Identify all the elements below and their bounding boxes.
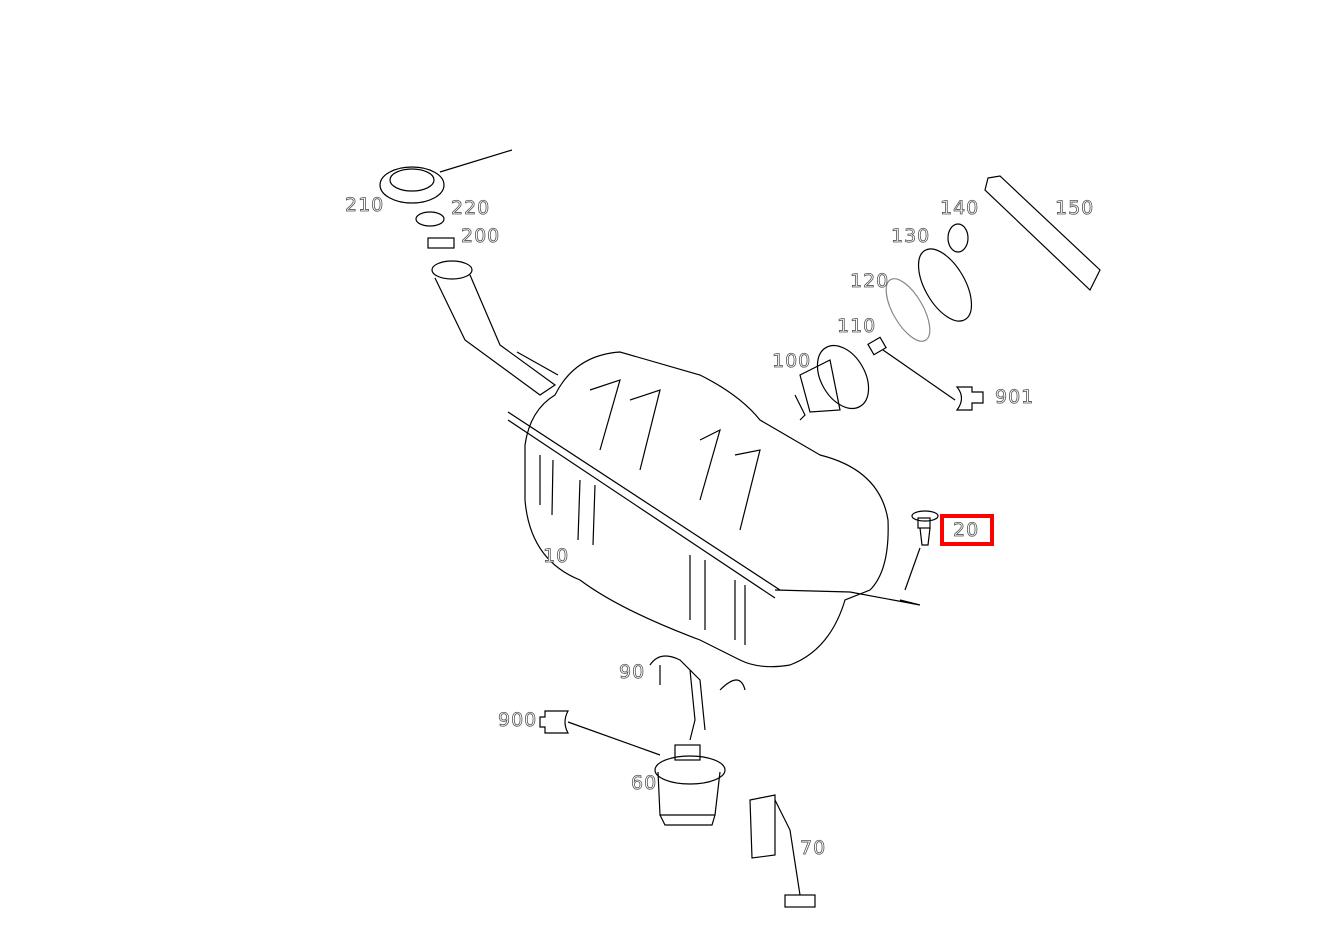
fuel-tank-10 — [507, 351, 921, 668]
fuel-cap-210 — [379, 149, 513, 204]
callout-130[interactable]: 130 — [891, 225, 931, 247]
callout-200[interactable]: 200 — [461, 225, 501, 247]
callout-100[interactable]: 100 — [772, 350, 812, 372]
level-sensor-70 — [749, 794, 816, 908]
cover-plate-150 — [984, 175, 1101, 291]
seal-ring-220 — [415, 211, 445, 227]
callout-10[interactable]: 10 — [543, 545, 570, 567]
callout-900[interactable]: 900 — [498, 709, 538, 731]
fitting-110 — [867, 336, 887, 356]
connector-900 — [539, 710, 570, 734]
clip-200 — [427, 237, 455, 249]
highlight-box — [940, 514, 994, 546]
callout-220[interactable]: 220 — [451, 197, 491, 219]
locking-ring-130 — [917, 248, 973, 322]
filler-neck — [431, 260, 559, 396]
callout-210[interactable]: 210 — [345, 194, 385, 216]
lid-140 — [947, 223, 969, 253]
callout-110[interactable]: 110 — [837, 315, 877, 337]
connector-901 — [955, 386, 984, 411]
o-ring-120 — [885, 278, 931, 342]
pump-flange-100 — [794, 344, 870, 421]
callout-901[interactable]: 901 — [995, 386, 1035, 408]
fuel-pump-60 — [654, 744, 726, 826]
callout-60[interactable]: 60 — [631, 772, 658, 794]
callout-120[interactable]: 120 — [850, 270, 890, 292]
callout-90[interactable]: 90 — [619, 661, 646, 683]
fuel-line-90 — [649, 655, 746, 741]
callout-70[interactable]: 70 — [800, 837, 827, 859]
callout-150[interactable]: 150 — [1055, 197, 1095, 219]
callout-20[interactable]: 20 — [953, 519, 980, 541]
bolt-20 — [904, 510, 939, 591]
callout-140[interactable]: 140 — [940, 197, 980, 219]
